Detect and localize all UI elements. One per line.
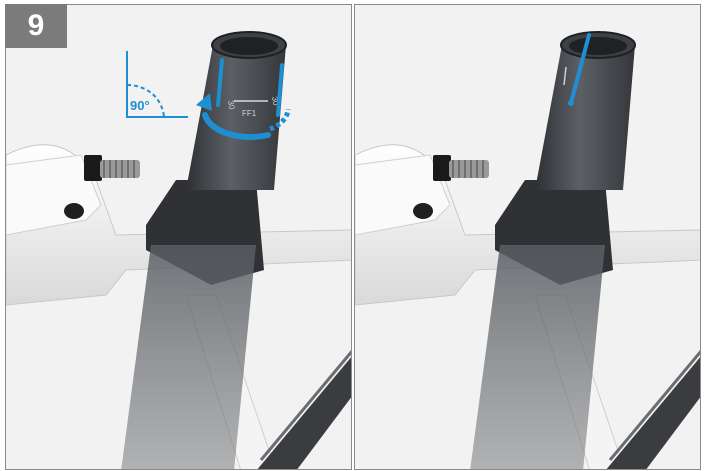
step-number-badge: 9 — [5, 4, 67, 48]
right-marker-line — [276, 63, 284, 117]
frame-tube-edge — [608, 350, 700, 461]
left-panel: 30 30 FF1 90° — [5, 4, 352, 470]
bolt-hole — [64, 203, 84, 219]
seatpost-opening — [569, 37, 627, 55]
rotation-arrowhead-icon — [196, 93, 212, 111]
marker-line — [569, 33, 591, 105]
bolt-hole — [413, 203, 433, 219]
frame-tube-dark — [606, 357, 700, 469]
right-panel — [354, 4, 701, 470]
seatpost-inside-tube — [470, 245, 605, 469]
right-angle-icon — [126, 51, 188, 118]
marker-end — [568, 100, 574, 106]
valve-base — [84, 155, 102, 181]
left-marker-line — [216, 58, 224, 107]
rotation-arrow — [202, 112, 271, 140]
right-illustration — [355, 31, 700, 469]
valve-thread — [452, 160, 484, 178]
scale-tick — [563, 66, 567, 86]
angle-label: 90° — [130, 98, 150, 113]
frame-tube-edge — [259, 350, 351, 461]
valve-thread — [103, 160, 135, 178]
seatpost-inside-tube — [121, 245, 256, 469]
left-illustration: 30 30 FF1 90° — [6, 31, 351, 469]
valve-base — [433, 155, 451, 181]
seatpost — [186, 45, 286, 190]
scale-center-label: FF1 — [242, 109, 257, 118]
scale-right-label: 30 — [270, 96, 281, 107]
angle-arc — [126, 84, 165, 118]
frame-tube-dark — [257, 357, 351, 469]
seatpost — [535, 45, 635, 190]
scale-left-label: 30 — [226, 100, 237, 111]
seatpost-opening — [220, 37, 278, 55]
rotation-arrow-dashed — [269, 108, 291, 132]
